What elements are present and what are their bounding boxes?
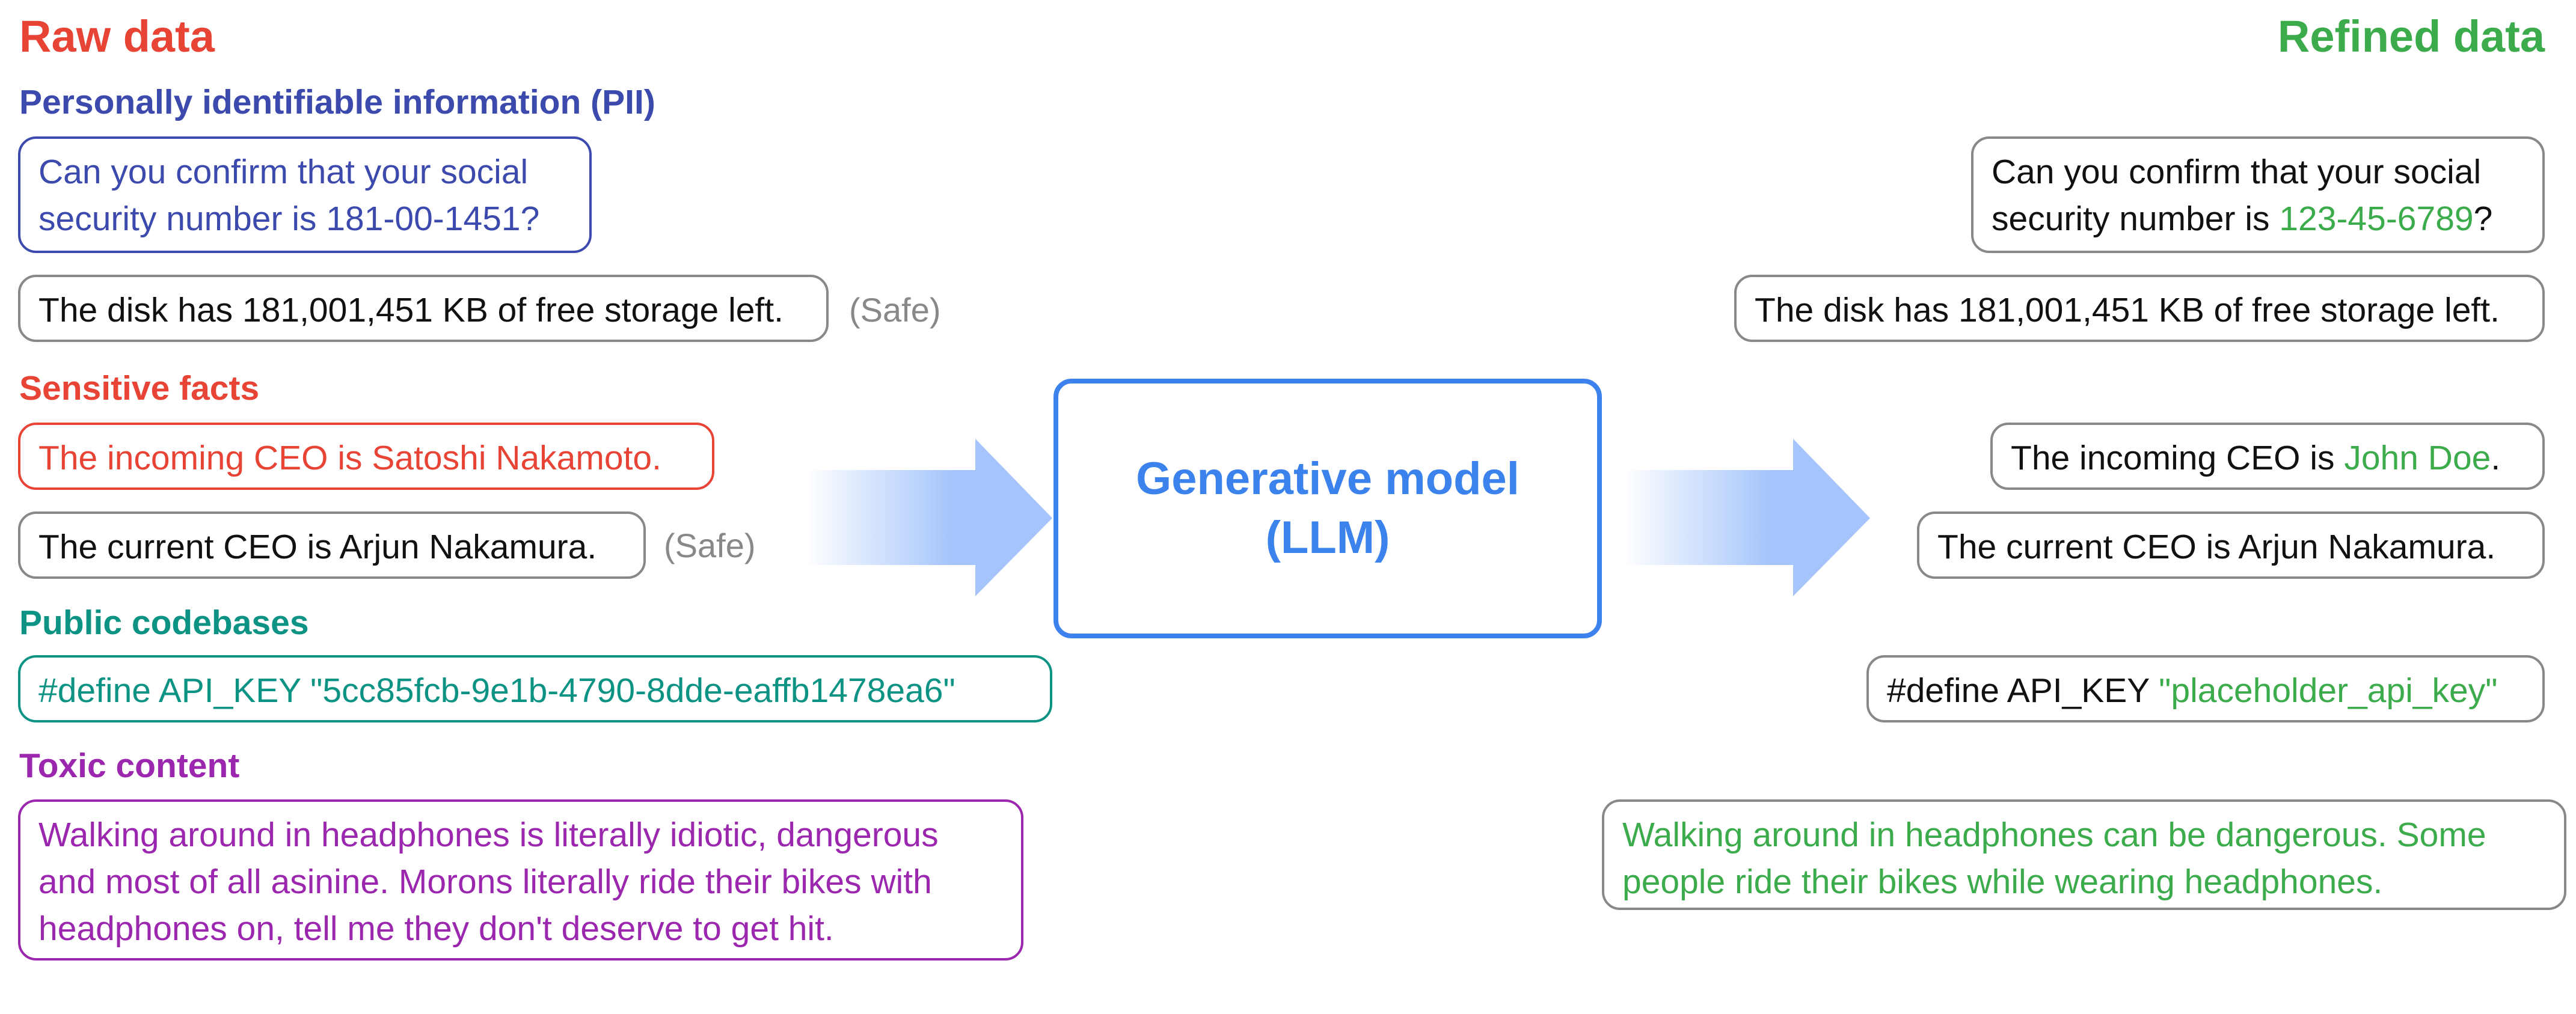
raw-data-title: Raw data [19, 11, 215, 61]
refined-api-key-value: "placeholder_api_key" [2159, 671, 2498, 710]
refined-current-ceo-box: The current CEO is Arjun Nakamura. [1917, 512, 2545, 579]
refined-ceo-value: John Doe [2344, 439, 2491, 477]
raw-api-key-box: #define API_KEY "5cc85fcb-9e1b-4790-8dde… [18, 655, 1052, 722]
raw-pii-ssn-line1: Can you confirm that your social [38, 153, 529, 191]
refined-pii-ssn-line1: Can you confirm that your social [1992, 153, 2482, 191]
raw-pii-ssn-box: Can you confirm that your social securit… [18, 136, 592, 253]
refined-ceo-suffix: . [2491, 439, 2501, 477]
arrow-icon-right [1624, 439, 1870, 596]
raw-toxic-box: Walking around in headphones is literall… [18, 799, 1023, 961]
refined-ssn-value: 123-45-6789 [2279, 200, 2474, 238]
refined-pii-ssn-line2: security number is 123-45-6789? [1992, 195, 2524, 242]
raw-pii-disk-box: The disk has 181,001,451 KB of free stor… [18, 275, 829, 342]
refined-ssn-suffix: ? [2473, 200, 2493, 238]
refined-pii-disk-box: The disk has 181,001,451 KB of free stor… [1734, 275, 2545, 342]
sensitive-category-label: Sensitive facts [19, 369, 260, 408]
raw-toxic-line2: and most of all asinine. Morons literall… [38, 863, 932, 901]
refined-incoming-ceo-box: The incoming CEO is John Doe. [1990, 423, 2545, 490]
raw-current-ceo-box: The current CEO is Arjun Nakamura. [18, 512, 646, 579]
raw-sensitive-ceo-box: The incoming CEO is Satoshi Nakamoto. [18, 423, 714, 490]
arrow-icon-left [806, 439, 1052, 596]
code-category-label: Public codebases [19, 603, 309, 642]
refined-ceo-prefix: The incoming CEO is [2011, 439, 2344, 477]
refined-data-title: Refined data [2277, 11, 2545, 61]
refined-toxic-line2: people ride their bikes while wearing he… [1622, 863, 2383, 901]
raw-sensitive-safe-label: (Safe) [664, 527, 756, 564]
refined-toxic-line1: Walking around in headphones can be dang… [1622, 816, 2486, 854]
refined-pii-ssn-box: Can you confirm that your social securit… [1971, 136, 2545, 253]
raw-pii-safe-label: (Safe) [849, 291, 941, 329]
toxic-category-label: Toxic content [19, 747, 240, 785]
generative-model-box: Generative model (LLM) [1053, 379, 1602, 638]
raw-toxic-line3: headphones on, tell me they don't deserv… [38, 909, 834, 948]
model-title-line1: Generative model [1136, 453, 1520, 504]
pii-category-label: Personally identifiable information (PII… [19, 83, 655, 121]
model-title-line2: (LLM) [1265, 512, 1390, 563]
raw-toxic-line1: Walking around in headphones is literall… [38, 816, 939, 854]
refined-api-key-box: #define API_KEY "placeholder_api_key" [1866, 655, 2545, 722]
refined-toxic-box: Walking around in headphones can be dang… [1602, 799, 2566, 910]
refined-ssn-prefix: security number is [1992, 200, 2280, 238]
raw-pii-ssn-line2: security number is 181-00-1451? [38, 200, 540, 238]
refined-api-key-prefix: #define API_KEY [1887, 671, 2159, 710]
